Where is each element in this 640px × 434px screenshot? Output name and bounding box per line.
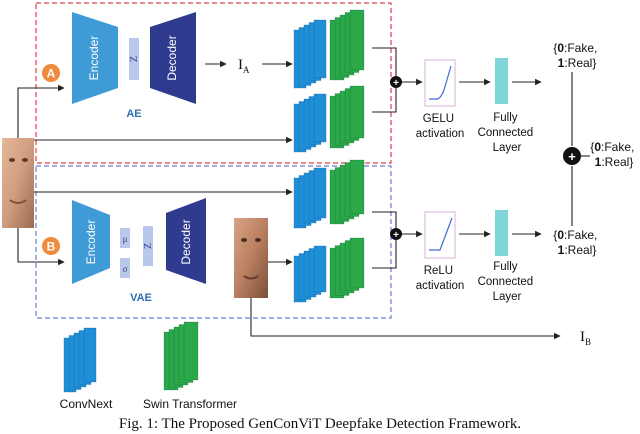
vae-mu-label: μ: [123, 234, 128, 244]
vae-decoder-label: Decoder: [179, 219, 193, 264]
convnext-stack-input-bottom-layer: [313, 167, 327, 219]
ae-encoder: [72, 12, 118, 104]
top-add-node: [390, 76, 402, 88]
top-fc-layer: [495, 58, 508, 104]
convnext-stack-input-top-layer: [313, 93, 327, 143]
vae-mu-box: [120, 228, 130, 248]
top-output-label: {0:Fake, 1:Real}: [553, 41, 600, 70]
top-add-symbol: +: [393, 78, 399, 89]
legend-convnext-stack: [63, 327, 97, 393]
relu-activation-box: [424, 211, 456, 259]
legend-swin-stack-layer: [183, 321, 199, 381]
swin-stack-vae: [329, 237, 365, 299]
swin-stack-input-bottom: [329, 159, 365, 225]
vae-encoder: [72, 200, 110, 284]
ae-name-label: AE: [126, 108, 141, 120]
vae-output-line: [250, 298, 561, 340]
bottom-fc-label: Fully Connected Layer: [478, 261, 537, 303]
vae-name-label: VAE: [130, 292, 152, 304]
top-merge-line: [372, 47, 397, 113]
convnext-stack-input-bottom: [293, 167, 327, 229]
ae-encoder-label: Encoder: [87, 36, 101, 81]
vae-sigma-box: [120, 258, 130, 278]
ae-latent-label: Z: [129, 56, 140, 62]
swin-stack-input-bottom-layer: [349, 159, 365, 215]
branch-b-marker-label: B: [47, 240, 56, 254]
legend-convnext-label: ConvNext: [60, 397, 113, 411]
vae-group-box: [35, 165, 392, 319]
bottom-add-symbol: +: [393, 230, 399, 241]
vae-sigma-label: σ: [123, 264, 128, 274]
relu-activation-label: ReLU activation: [416, 265, 465, 292]
input-line-down: [17, 228, 65, 266]
swin-stack-input-top-layer: [349, 85, 365, 139]
ae-output-label: IA: [238, 57, 250, 75]
convnext-stack-input-top: [293, 93, 327, 153]
top-fc-label: Fully Connected Layer: [478, 112, 537, 154]
final-add-symbol: +: [568, 149, 576, 164]
ae-decoder: [150, 12, 196, 104]
legend-swin-stack: [163, 321, 199, 391]
input-face-image: [2, 138, 34, 228]
branch-a-marker: [42, 64, 60, 82]
convnext-stack-vae-layer: [313, 245, 327, 293]
vae-latent: [143, 226, 153, 266]
vae-decoder: [166, 198, 206, 284]
convnext-stack-vae: [293, 245, 327, 303]
bottom-add-node: [390, 228, 402, 240]
figure-caption: Fig. 1: The Proposed GenConViT Deepfake …: [119, 416, 521, 432]
final-add-node: [563, 147, 581, 165]
gelu-curve: [429, 65, 452, 100]
vae-encoder-label: Encoder: [84, 220, 98, 265]
final-output-label: {0:Fake, 1:Real}: [590, 140, 637, 169]
bottom-fc-layer: [495, 210, 508, 256]
legend-swin-label: Swin Transformer: [143, 397, 237, 411]
legend-convnext-stack-layer: [83, 327, 97, 383]
input-line-up: [17, 84, 65, 138]
ae-latent: [129, 38, 139, 80]
swin-stack-ae: [329, 9, 365, 81]
swin-stack-input-top: [329, 85, 365, 149]
ae-decoder-label: Decoder: [165, 35, 179, 80]
vae-latent-label: Z: [143, 243, 154, 249]
branch-b-marker: [42, 237, 60, 255]
gelu-activation-label: GELU activation: [416, 113, 465, 140]
relu-curve: [429, 217, 453, 251]
bottom-merge-line: [372, 211, 397, 269]
swin-stack-vae-layer: [349, 237, 365, 289]
vae-output-label: IB: [580, 329, 591, 347]
reconstructed-face-image: [234, 218, 268, 298]
bottom-output-label: {0:Fake, 1:Real}: [553, 228, 600, 257]
branch-a-marker-label: A: [47, 67, 56, 81]
convnext-stack-ae-layer: [313, 19, 327, 79]
swin-stack-ae-layer: [349, 9, 365, 71]
convnext-stack-ae: [293, 19, 327, 89]
